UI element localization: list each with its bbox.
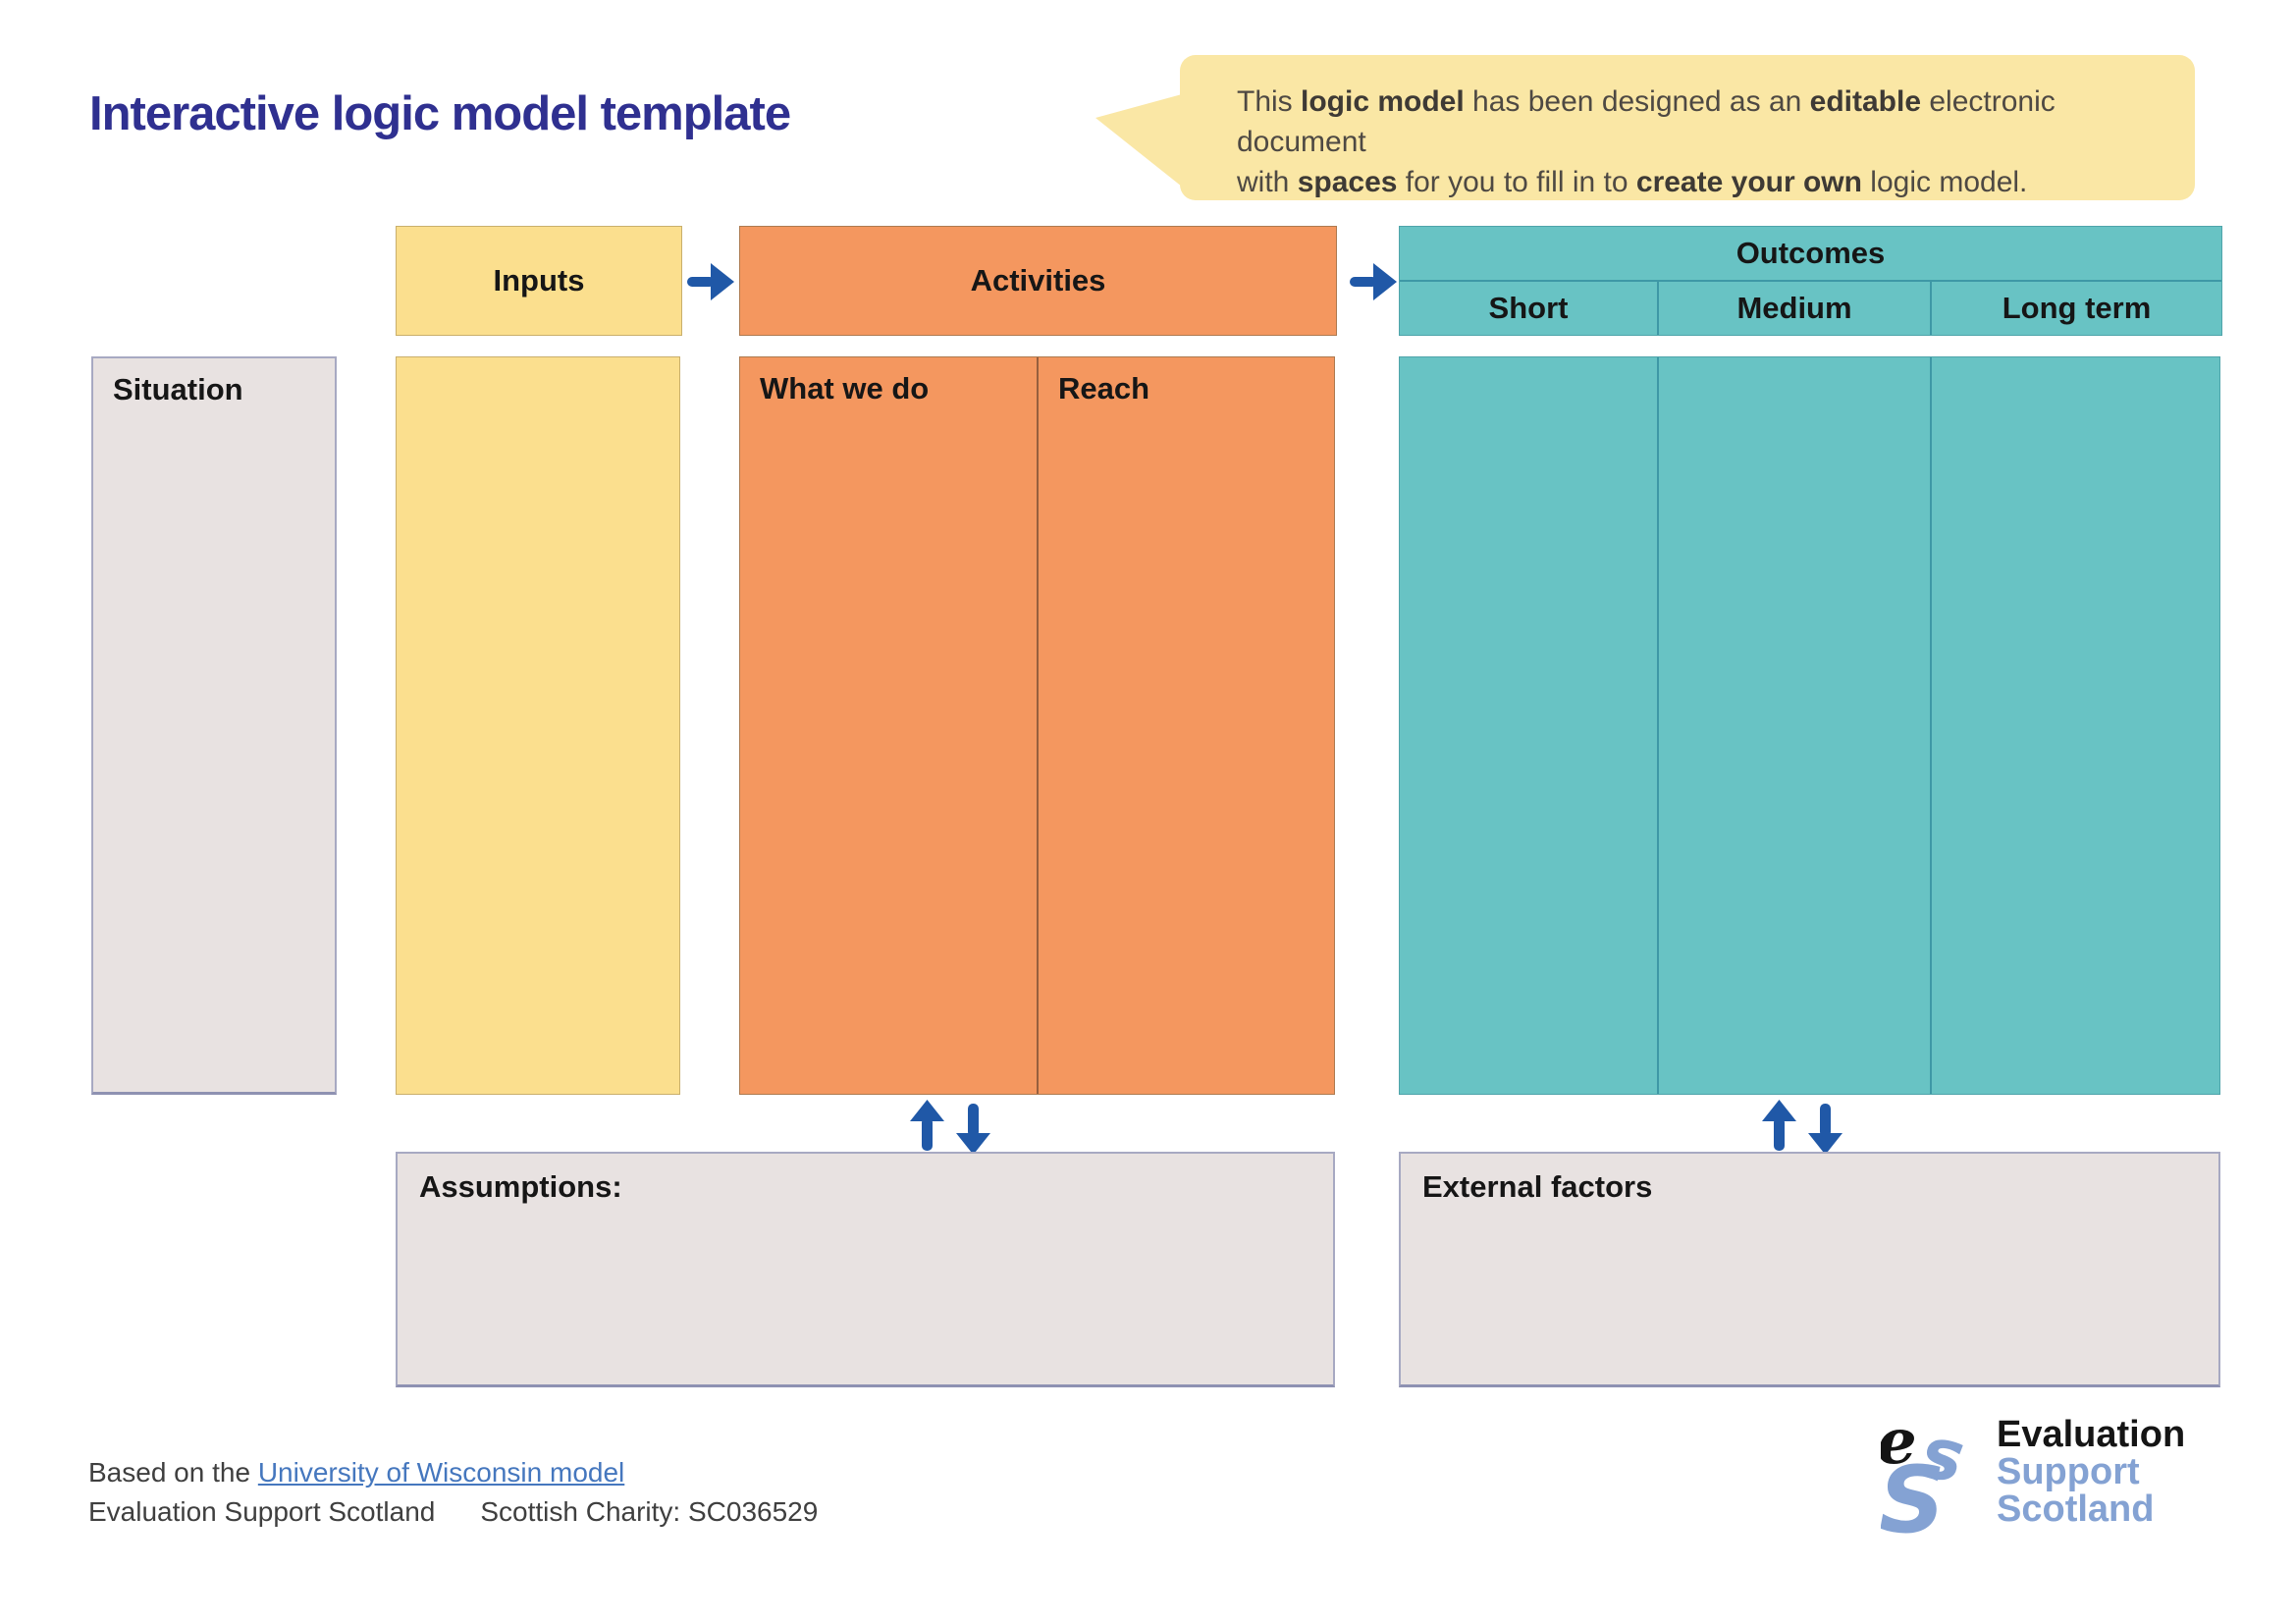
situation-label: Situation [113,372,243,406]
ess-logo-mark-icon: s S e [1881,1414,1970,1543]
outcomes-subheader-long-term-label: Long term [2002,291,2152,325]
situation-field[interactable]: Situation [91,356,337,1095]
callout-text: has been designed as an [1464,85,1810,118]
ess-logo-text: Evaluation Support Scotland [1997,1416,2185,1528]
outcomes-medium-field[interactable] [1659,357,1932,1094]
activities-header: Activities [739,226,1337,336]
footer-attribution-prefix: Based on the [88,1457,258,1488]
logo-line-evaluation: Evaluation [1997,1414,2186,1455]
reach-field[interactable]: Reach [1039,357,1334,1094]
right-arrow-icon [1350,263,1397,300]
wisconsin-model-link[interactable]: University of Wisconsin model [257,1457,625,1488]
outcomes-subheader-short-label: Short [1488,291,1569,325]
what-we-do-field[interactable]: What we do [740,357,1039,1094]
what-we-do-label: What we do [760,371,930,406]
speech-bubble-tail [1095,94,1182,187]
callout-text-bold: logic model [1301,85,1465,118]
up-down-arrows-icon [910,1100,990,1155]
outcomes-long-term-field[interactable] [1932,357,2219,1094]
outcomes-subheader-row: Short Medium Long term [1400,282,2221,335]
inputs-header-label: Inputs [493,263,585,298]
outcomes-header: Outcomes Short Medium Long term [1399,226,2222,336]
up-down-arrows-icon [1762,1100,1842,1155]
footer-org-name: Evaluation Support Scotland [88,1496,436,1527]
callout-text: logic model. [1861,166,2028,198]
logo-line-support: Support [1997,1451,2140,1492]
callout-text-bold: editable [1809,85,1922,118]
callout-text: with [1237,166,1298,198]
outcomes-header-label: Outcomes [1735,236,1886,270]
outcomes-subheader-short: Short [1400,282,1659,335]
outcomes-header-title-row: Outcomes [1400,227,2221,282]
speech-bubble-text: This logic model has been designed as an… [1237,81,2160,202]
outcomes-short-field[interactable] [1400,357,1659,1094]
footer-org-line: Evaluation Support Scotland Scottish Char… [88,1496,818,1528]
inputs-field[interactable] [396,356,680,1095]
external-factors-label: External factors [1422,1169,1653,1204]
logo-s-big: S [1881,1447,1946,1543]
activities-field: What we do Reach [739,356,1335,1095]
page-title: Interactive logic model template [89,87,791,140]
callout-line-1: This logic model has been designed as an… [1237,81,2160,162]
right-arrow-icon [687,263,734,300]
inputs-header: Inputs [396,226,682,336]
callout-text-bold: create your own [1635,166,1862,198]
outcomes-subheader-long-term: Long term [1932,282,2221,335]
ess-logo: s S e Evaluation Support Scotland [1881,1410,2293,1577]
activities-header-label: Activities [970,263,1106,298]
outcomes-subheader-medium: Medium [1659,282,1932,335]
assumptions-label: Assumptions: [419,1169,622,1204]
outcomes-field [1399,356,2220,1095]
reach-label: Reach [1058,371,1150,406]
callout-text: electronic document [1237,85,2056,158]
callout-text: for you to fill in to [1397,166,1636,198]
external-factors-field[interactable]: External factors [1399,1152,2220,1387]
speech-bubble: This logic model has been designed as an… [1095,55,2195,202]
callout-text: This [1237,85,1302,118]
logo-e: e [1881,1414,1917,1479]
footer-attribution: Based on the University of Wisconsin mod… [88,1457,624,1489]
assumptions-field[interactable]: Assumptions: [396,1152,1335,1387]
outcomes-subheader-medium-label: Medium [1736,291,1852,325]
logo-line-scotland: Scotland [1997,1489,2155,1530]
footer-charity-number: Scottish Charity: SC036529 [480,1496,819,1527]
callout-text-bold: spaces [1297,166,1398,198]
callout-line-2: with spaces for you to fill in to create… [1237,162,2160,202]
